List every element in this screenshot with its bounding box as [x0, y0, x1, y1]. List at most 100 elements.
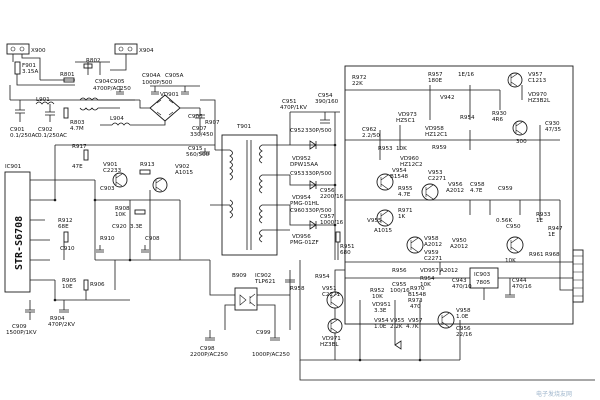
- label-c904a: C904A: [142, 73, 161, 79]
- label-v953-part: C2271: [428, 176, 447, 182]
- label-r801: R801: [60, 72, 75, 78]
- label-ic902: IC902: [255, 273, 271, 279]
- transistor-v943: [512, 120, 528, 136]
- label-c956b-value: 22/16: [456, 332, 473, 338]
- label-vd960-part: HZ12C2: [400, 162, 423, 168]
- resistor-r801: [63, 77, 75, 83]
- label-v943-value: 300: [516, 139, 527, 145]
- label-r968: R968: [545, 252, 560, 258]
- label-ic903: IC903: [474, 272, 491, 278]
- label-b909: B909: [232, 273, 247, 279]
- label-r972: R972: [352, 75, 367, 81]
- label-vd957: VD957: [420, 268, 439, 274]
- resistor-r917: [83, 149, 89, 161]
- label-c905: C905: [110, 79, 125, 85]
- transistor-v954: [376, 173, 394, 191]
- mains-input: X900 X904 F901 3.15A R802 C901 0.1/250AC…: [6, 43, 220, 158]
- label-c905a: C905A: [165, 73, 184, 79]
- label-l901: L901: [36, 97, 50, 103]
- label-r953: R953: [378, 146, 393, 152]
- label-c959: C959: [498, 186, 513, 192]
- transistor-v953: [421, 183, 439, 201]
- label-r908: R908: [115, 206, 130, 212]
- resistor-r906: [83, 279, 89, 291]
- label-vd970-part: HZ3B2L: [528, 98, 551, 104]
- label-r973: R973: [408, 298, 423, 304]
- label-r953-value: 10K: [396, 146, 407, 152]
- output-connector: [572, 249, 584, 303]
- label-v954b-value: 1.0E: [374, 324, 387, 330]
- label-vd956: VD956: [292, 234, 311, 240]
- label-vd956-part: PMG-01ZF: [290, 240, 319, 246]
- label-c915: C915: [188, 146, 203, 152]
- label-c958: C958: [470, 182, 485, 188]
- label-vd960: VD960: [400, 156, 419, 162]
- label-c999: C999: [256, 330, 271, 336]
- transformer-t901: T901: [210, 124, 290, 256]
- label-vd901: VD901: [160, 92, 179, 98]
- resistor-r951: [335, 231, 341, 243]
- label-c909: C909: [12, 324, 27, 330]
- label-c952: C952: [290, 128, 305, 134]
- label-v959-part: C2271: [424, 256, 443, 262]
- transistor-v958: [406, 236, 424, 254]
- control-frame: [344, 65, 574, 325]
- label-r955: R955: [398, 186, 413, 192]
- label-vd971: VD971: [322, 336, 341, 342]
- label-r957: R957: [428, 72, 443, 78]
- pin-icon: [10, 46, 16, 52]
- label-vd973-part: HZ5C1: [396, 118, 416, 124]
- label-c953-value: 330P/500: [305, 171, 332, 177]
- label-r917-value: 47E: [72, 164, 83, 170]
- label-r803-value: 4.7M: [70, 126, 84, 132]
- ic901-body: [4, 171, 31, 293]
- label-v951-part: C2271: [322, 292, 341, 298]
- label-t901: T901: [236, 124, 252, 130]
- label-c904-value: 4700P/AC250: [93, 86, 131, 92]
- label-r973-value: 470: [410, 304, 421, 310]
- label-v956: V956: [448, 182, 463, 188]
- label-v901: V901: [103, 162, 118, 168]
- label-r961: R961: [529, 252, 544, 258]
- label-r971-value: 1K: [398, 214, 406, 220]
- label-v955b-value: 2.2K: [390, 324, 403, 330]
- transistor-v955: [376, 209, 394, 227]
- label-vd952: VD952: [292, 156, 311, 162]
- label-r952: R952: [370, 288, 385, 294]
- label-vd954-part: PMG-01HL: [290, 201, 320, 207]
- label-v955b: V955: [390, 318, 405, 324]
- label-c920: C920: [112, 224, 127, 230]
- label-c956b: C956: [456, 326, 471, 332]
- label-r972-value: 22K: [352, 81, 363, 87]
- label-r906: R906: [90, 282, 105, 288]
- label-v958-part: A2012: [424, 242, 442, 248]
- optocoupler-section: B909 IC902 TLP621 C998 2200P/AC250 C999 …: [190, 260, 305, 358]
- label-r971: R971: [398, 208, 413, 214]
- label-c998-value: 2200P/AC250: [190, 352, 228, 358]
- label-r905: R905: [62, 278, 77, 284]
- label-ic902-part: TLP621: [254, 279, 276, 285]
- label-c904a-value: 1000P/500: [142, 80, 173, 86]
- fuse-f901: [14, 61, 21, 75]
- label-vd952-part: DPW15AA: [290, 162, 318, 168]
- label-c902: C902: [38, 127, 53, 133]
- label-c944: C944: [512, 278, 527, 284]
- connector-x904: [114, 43, 138, 55]
- standby-section: R954 V951 C2271 VD971 HZ3BL R952 10K VD9…: [299, 260, 595, 381]
- label-r912-value: 68E: [58, 224, 69, 230]
- label-v957: V957: [528, 72, 543, 78]
- label-r957-value: 180E: [428, 78, 443, 84]
- label-v950-part: A2012: [450, 244, 468, 250]
- label-c915-value: 560/500: [186, 152, 210, 158]
- label-c998: C998: [200, 346, 215, 352]
- label-c960-value: 330P/500: [305, 208, 332, 214]
- label-c957: C957: [320, 214, 335, 220]
- label-c901-value: 0.1/250AC: [10, 133, 39, 139]
- label-r954b-value: 10K: [420, 282, 431, 288]
- label-r930: R930: [492, 111, 507, 117]
- label-c999-value: 1000P/AC250: [252, 352, 290, 358]
- label-v902: V902: [175, 164, 190, 170]
- label-r954b: R954: [420, 276, 435, 282]
- label-ic903-part: 7805: [476, 280, 491, 286]
